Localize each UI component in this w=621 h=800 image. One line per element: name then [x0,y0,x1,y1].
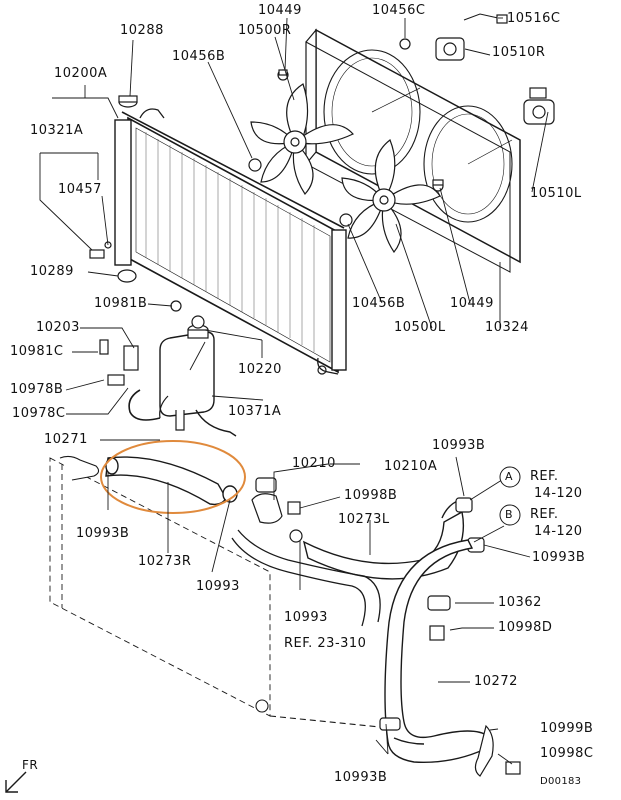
ref-circle-letter-b: B [505,508,514,521]
part-label-10510L: 10510L [530,186,582,201]
highlight-ellipse [100,440,246,514]
part-label-10998D: 10998D [498,620,553,635]
reserve-tank [128,324,237,437]
part-label-10457: 10457 [58,182,102,197]
part-label-10999B: 10999B [540,721,594,736]
ref-b-page: 14-120 [534,524,583,539]
fan-motor-left [523,87,555,125]
part-label-10456C: 10456C [372,3,426,18]
part-label-10210A: 10210A [384,459,438,474]
part-label-10273L: 10273L [338,512,390,527]
clamp-A [455,497,473,513]
part-label-10981C: 10981C [10,344,64,359]
ref-circles [499,466,521,526]
part-label-10203: 10203 [36,320,80,335]
diagram-id: D00183 [540,776,582,787]
part-label-10993B-right: 10993B [432,438,486,453]
ref-label-23-310: REF. 23-310 [284,636,367,651]
part-label-10271: 10271 [44,432,88,447]
part-label-10456B-top: 10456B [172,49,226,64]
part-label-10273R: 10273R [138,554,192,569]
part-label-10362: 10362 [498,595,542,610]
part-label-10993B-left: 10993B [76,526,130,541]
part-label-10978C: 10978C [12,406,66,421]
ref-a-text: REF. [530,469,559,484]
part-label-10220: 10220 [238,362,282,377]
front-arrow-icon [5,771,27,793]
fan-blade-right [250,83,354,195]
radiator-cap [118,95,138,108]
fan-motor-right [435,13,508,61]
part-label-10981B: 10981B [94,296,148,311]
water-outlet [251,477,303,543]
part-label-10210: 10210 [292,456,336,471]
part-label-10272: 10272 [474,674,518,689]
radiator-core [114,108,347,375]
part-label-10510R: 10510R [492,45,546,60]
part-label-10993-b: 10993 [284,610,328,625]
part-label-10993B-bottom: 10993B [334,770,388,785]
leader-lines [39,17,549,765]
part-label-10516C: 10516C [507,11,561,26]
part-label-10456B-bottom: 10456B [352,296,406,311]
part-label-10998C: 10998C [540,746,594,761]
part-label-10500L: 10500L [394,320,446,335]
part-label-10288: 10288 [120,23,164,38]
ref-a-page: 14-120 [534,486,583,501]
bypass-hose [231,529,381,627]
drain-plug [89,241,137,283]
upper-hose-right [105,456,238,506]
part-label-10289: 10289 [30,264,74,279]
ref-b-text: REF. [530,507,559,522]
front-marker-label: FR [22,758,39,772]
part-label-10993B-right2: 10993B [532,550,586,565]
part-label-10998B: 10998B [344,488,398,503]
part-label-10371A: 10371A [228,404,282,419]
part-label-10978B: 10978B [10,382,64,397]
radiator-lower-tank [59,455,391,729]
part-label-10321A: 10321A [30,123,84,138]
part-label-10200A: 10200A [54,66,108,81]
fittings-lower-right [379,595,521,777]
part-label-10993-a: 10993 [196,579,240,594]
fan-blade-left [341,139,441,254]
part-label-10449-top: 10449 [258,3,302,18]
ref-circle-letter-a: A [505,470,514,483]
part-label-10500R: 10500R [238,23,292,38]
part-label-10324: 10324 [485,320,529,335]
part-label-10449-bottom: 10449 [450,296,494,311]
